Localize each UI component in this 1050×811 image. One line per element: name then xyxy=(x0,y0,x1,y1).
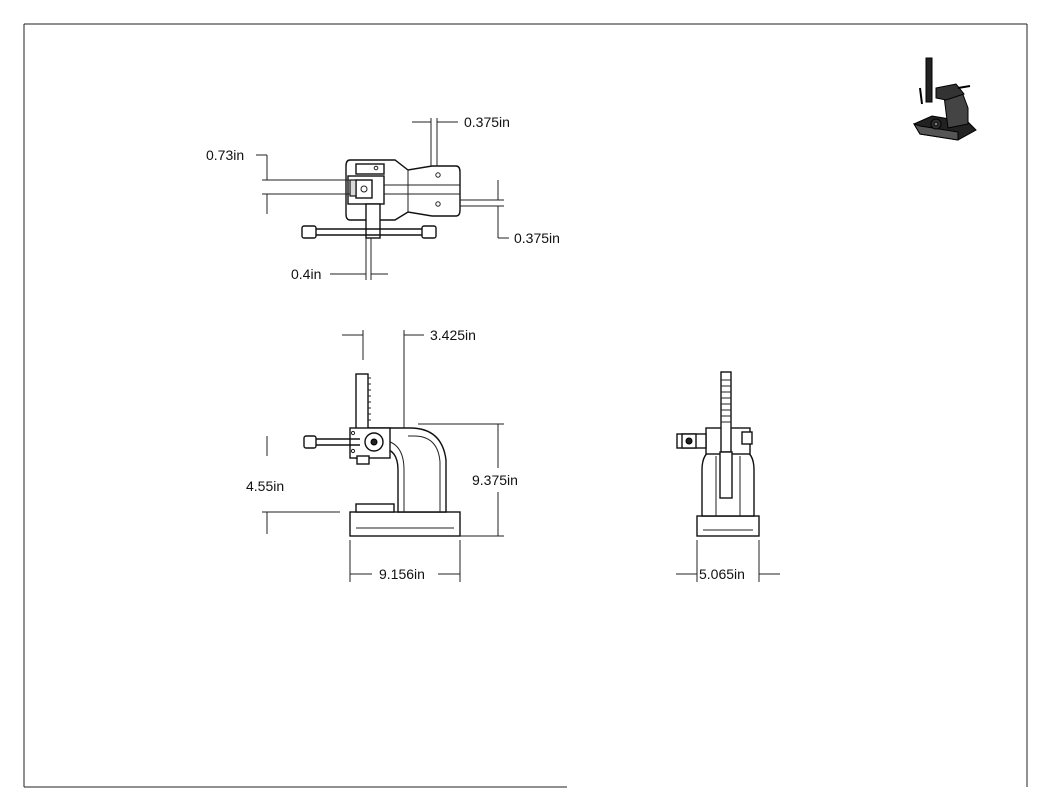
top-dim-0375-lower: 0.375in xyxy=(514,230,560,246)
front-dim-3425: 3.425in xyxy=(430,327,476,343)
side-dim-5065: 5.065in xyxy=(699,566,745,582)
front-dim-9156: 9.156in xyxy=(379,566,425,582)
side-view: 5.065in xyxy=(676,371,780,582)
top-dim-073: 0.73in xyxy=(206,147,244,163)
arbor-press-isometric-icon xyxy=(912,57,977,141)
sheet-border xyxy=(23,23,1028,788)
front-dim-9375: 9.375in xyxy=(472,472,518,488)
front-view: 3.425in 4.55in 9.375in 9.156in xyxy=(246,327,518,582)
top-dim-0375-upper: 0.375in xyxy=(464,114,510,130)
top-view: 0.375in 0.73in 0.375in 0.4in xyxy=(206,114,560,282)
front-dim-455: 4.55in xyxy=(246,478,284,494)
top-dim-04: 0.4in xyxy=(291,266,321,282)
